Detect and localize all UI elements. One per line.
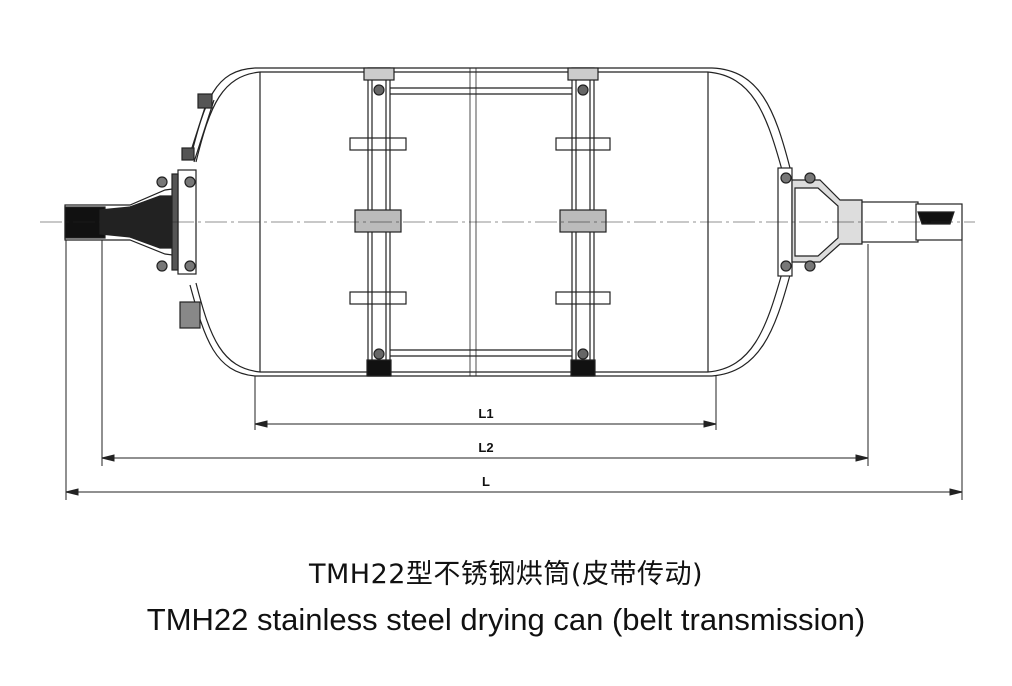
right-support-ring bbox=[555, 67, 611, 377]
dimension-label-l: L bbox=[482, 474, 490, 489]
caption-chinese: TMH22型不锈钢烘筒(皮带传动) bbox=[308, 559, 703, 590]
drying-can-drawing: L1 L2 L bbox=[40, 67, 975, 500]
left-fittings bbox=[179, 93, 215, 329]
right-journal bbox=[777, 167, 963, 277]
caption-english: TMH22 stainless steel drying can (belt t… bbox=[146, 602, 866, 637]
dimension-lines bbox=[65, 240, 963, 500]
left-journal bbox=[64, 169, 197, 275]
tie-rods bbox=[373, 84, 589, 360]
dimension-label-l2: L2 bbox=[478, 440, 493, 455]
dimension-label-l1: L1 bbox=[478, 406, 493, 421]
